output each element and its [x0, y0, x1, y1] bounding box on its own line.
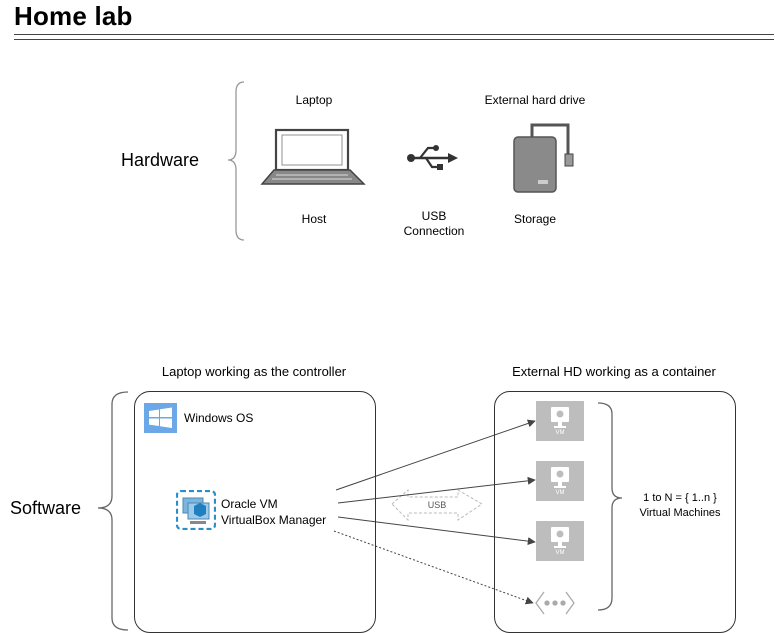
container-box-title: External HD working as a container: [512, 364, 716, 379]
hardware-brace: [227, 81, 245, 241]
arrow-to-vm-2: [337, 476, 536, 504]
title-divider: [14, 34, 774, 35]
windows-os-label: Windows OS: [184, 411, 254, 425]
virtualbox-icon: [176, 490, 216, 530]
arrow-to-more-vms: [333, 530, 534, 605]
windows-logo-icon: [144, 403, 177, 433]
title-divider-secondary: [14, 39, 774, 40]
vm-icon-1: VM: [536, 401, 584, 441]
arrow-to-vm-3: [337, 516, 536, 546]
monitor-icon: [551, 407, 569, 428]
arrow-to-vm-1: [335, 419, 536, 491]
usb-icon: [407, 145, 458, 170]
controller-box-title: Laptop working as the controller: [161, 364, 347, 379]
vm-badge-1: VM: [555, 430, 565, 436]
software-left-brace: [97, 391, 129, 631]
page-title: Home lab: [14, 1, 133, 31]
virtualbox-label-line2: VirtualBox Manager: [221, 513, 327, 527]
drive-caption: External hard drive: [484, 93, 586, 107]
monitor-icon: [551, 467, 569, 488]
external-drive-icon: [513, 123, 574, 193]
vm-badge-3: VM: [555, 550, 565, 556]
laptop-role-label: Host: [301, 212, 327, 226]
drive-role-label: Storage: [513, 212, 557, 226]
usb-transfer-label: USB: [427, 500, 447, 510]
vm-icon-2: VM: [536, 461, 584, 501]
laptop-icon: [260, 128, 366, 185]
more-vms-icon: [535, 591, 575, 615]
usb-role-label-line2: Connection: [403, 224, 465, 238]
hardware-section-label: Hardware: [121, 150, 200, 170]
vm-count-label-line1: 1 to N = { 1..n }: [643, 492, 717, 504]
monitor-icon: [551, 527, 569, 548]
vm-icon-3: VM: [536, 521, 584, 561]
usb-role-label-line1: USB: [421, 209, 447, 223]
vm-group-brace: [597, 402, 623, 611]
vm-count-label-line2: Virtual Machines: [639, 507, 721, 519]
software-section-label: Software: [10, 498, 82, 518]
laptop-caption: Laptop: [295, 93, 333, 107]
vm-badge-2: VM: [555, 490, 565, 496]
virtualbox-label-line1: Oracle VM: [221, 497, 278, 511]
